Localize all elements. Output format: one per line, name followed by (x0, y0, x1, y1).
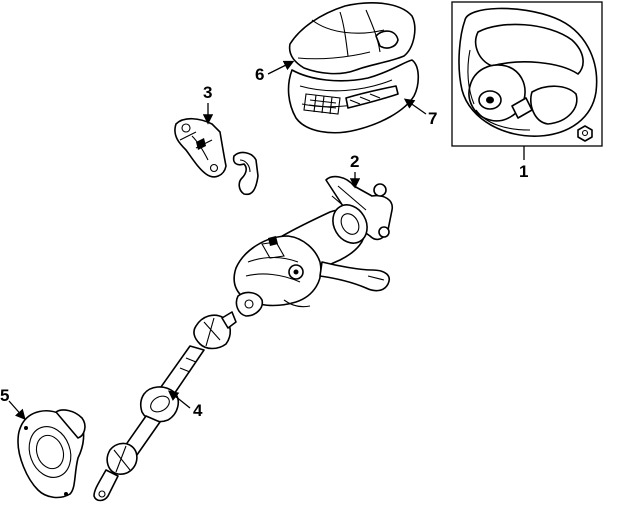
callout-2: 2 (349, 152, 361, 189)
column-cover-lower-part[interactable] (287, 59, 420, 134)
column-cover-upper-part[interactable] (288, 2, 416, 75)
steering-wheel-part[interactable] (451, 1, 603, 147)
callout-3: 3 (202, 83, 214, 125)
lock-bracket-part[interactable] (174, 117, 227, 178)
callout-5-label: 5 (0, 386, 9, 405)
callout-4-label: 4 (193, 401, 203, 420)
bolt (577, 125, 593, 142)
callout-7: 7 (403, 98, 437, 128)
callout-4: 4 (167, 390, 203, 420)
column-boot-part[interactable] (17, 409, 86, 499)
retainer-clip-part[interactable] (232, 151, 259, 196)
callout-2-label: 2 (350, 152, 359, 171)
callout-1-label: 1 (519, 162, 528, 181)
callout-6: 6 (255, 60, 295, 84)
callout-5: 5 (0, 386, 26, 420)
intermediate-shaft-part[interactable] (93, 311, 237, 502)
cover-vent-grille (303, 93, 341, 115)
callout-1: 1 (519, 146, 528, 181)
callout-6-label: 6 (255, 65, 264, 84)
steering-column-assembly-part[interactable] (233, 175, 394, 317)
callout-3-label: 3 (203, 83, 212, 102)
callout-7-label: 7 (428, 109, 437, 128)
